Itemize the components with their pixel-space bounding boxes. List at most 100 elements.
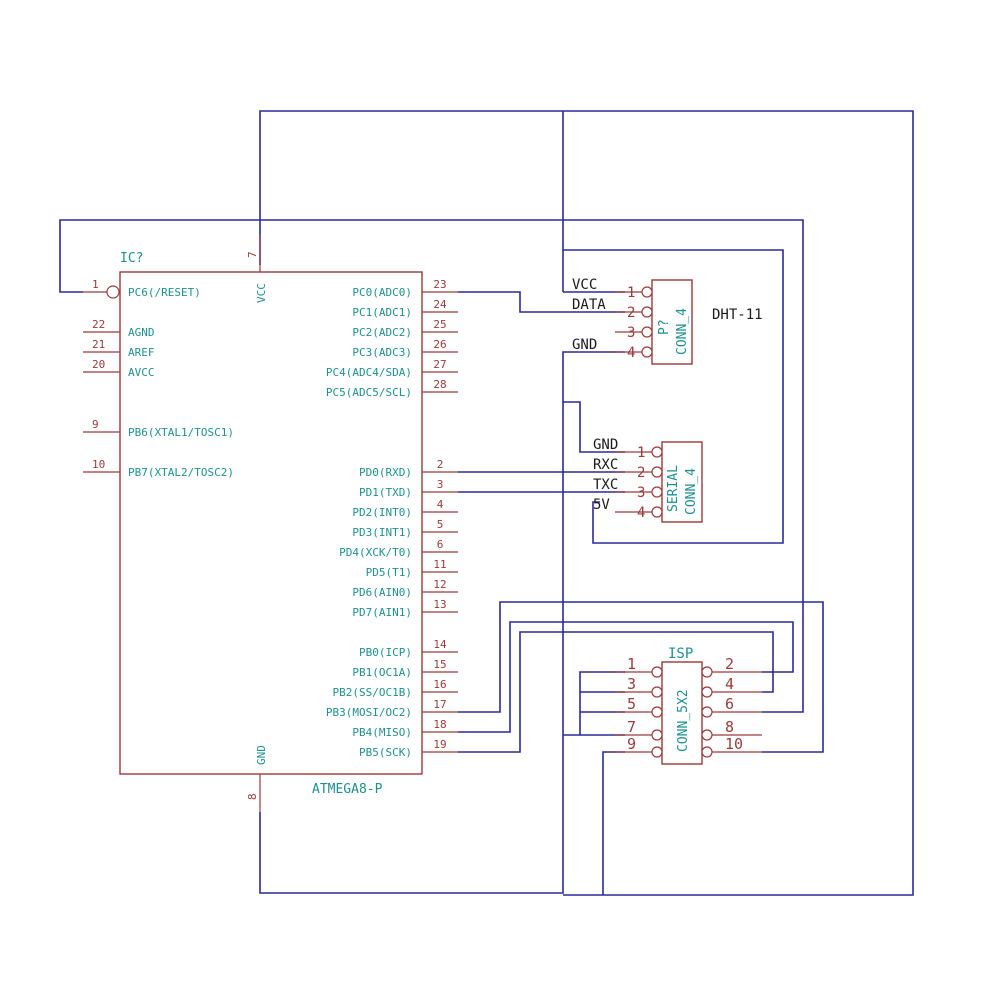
isp-right-pin-bubble — [701, 686, 713, 698]
isp-right-pin-num: 4 — [725, 675, 734, 693]
ic-left-pin-name: PB6(XTAL1/TOSC1) — [128, 426, 234, 439]
conn-pin-label: 5V — [593, 497, 610, 513]
isp-left-pin-bubble — [651, 706, 663, 718]
ic-right-pin-num: 14 — [433, 638, 447, 651]
conn-pin-bubble — [641, 326, 653, 338]
ic-right-pin-name: PD2(INT0) — [352, 506, 412, 519]
wire-sck — [458, 631, 774, 753]
ic-left-pin-num: 22 — [92, 318, 105, 331]
ic-reset-bubble — [106, 285, 120, 299]
serial-value: CONN_4 — [684, 468, 699, 515]
ic-left-pin-name: AVCC — [128, 366, 155, 379]
ic-value: ATMEGA8-P — [312, 782, 383, 797]
ic-ref: IC? — [120, 251, 143, 266]
ic-left-pin-name: AREF — [128, 346, 155, 359]
ic-right-pin-num: 24 — [433, 298, 447, 311]
ic-pin-gnd-num: 8 — [246, 793, 259, 800]
ic-right-pin-num: 17 — [433, 698, 446, 711]
isp-left-pin-bubble — [651, 686, 663, 698]
conn-pin-label: VCC — [572, 277, 597, 293]
ic-right-pin-num: 25 — [433, 318, 446, 331]
isp-right-pin-num: 10 — [725, 735, 743, 753]
wire-gnd-bus — [259, 351, 625, 894]
wires — [59, 110, 914, 896]
conn-pin-bubble — [641, 306, 653, 318]
conn-pin-num: 3 — [637, 485, 645, 501]
ic-right-pin-num: 13 — [433, 598, 446, 611]
ic-right-pin-name: PB4(MISO) — [352, 726, 412, 739]
ic-right-pin-num: 6 — [437, 538, 444, 551]
ic-right-pin-num: 28 — [433, 378, 446, 391]
ic-pin-vcc-name: VCC — [255, 283, 268, 303]
ic-right-pin-name: PD6(AIN0) — [352, 586, 412, 599]
ic-left-pin-name: PB7(XTAL2/TOSC2) — [128, 466, 234, 479]
conn-pin-num: 2 — [637, 465, 645, 481]
ic-right-pin-name: PC5(ADC5/SCL) — [326, 386, 412, 399]
dht-body — [651, 279, 693, 365]
ic-right-pin-name: PD5(T1) — [366, 566, 412, 579]
ic-right-pin-num: 3 — [437, 478, 444, 491]
ic-pin-gnd-name: GND — [255, 745, 268, 765]
wire-mosi — [458, 601, 824, 753]
wire-reset-loop — [59, 219, 804, 713]
ic-right-pin-name: PB0(ICP) — [359, 646, 412, 659]
isp-right-pin-num: 8 — [725, 718, 734, 736]
ic-right-pin-name: PC4(ADC4/SDA) — [326, 366, 412, 379]
ic-right-pin-num: 15 — [433, 658, 446, 671]
isp-left-pin-num: 7 — [627, 718, 636, 736]
ic-left-pins: 1PC6(/RESET)22AGND21AREF20AVCC9PB6(XTAL1… — [83, 278, 234, 479]
isp-ref: ISP — [668, 646, 693, 662]
ic-right-pin-name: PC1(ADC1) — [352, 306, 412, 319]
conn-pin-bubble — [641, 286, 653, 298]
wire-isp-gnd — [563, 671, 625, 736]
ic-right-pin-num: 26 — [433, 338, 446, 351]
ic-right-pin-num: 27 — [433, 358, 446, 371]
conn-pin-label: TXC — [593, 477, 618, 493]
wire-dht-data — [458, 291, 625, 313]
ic-left-pin-num: 20 — [92, 358, 105, 371]
ic-right-pin-name: PB3(MOSI/OC2) — [326, 706, 412, 719]
isp-left-pin-bubble — [651, 729, 663, 741]
conn-pin-num: 2 — [627, 305, 635, 321]
conn-pin-bubble — [641, 346, 653, 358]
isp-left-pin-bubble — [651, 746, 663, 758]
ic-right-pin-num: 19 — [433, 738, 446, 751]
conn-pin-num: 3 — [627, 325, 635, 341]
ic-right-pin-name: PB5(SCK) — [359, 746, 412, 759]
conn-pin-num: 1 — [627, 285, 635, 301]
ic-left-pin-num: 21 — [92, 338, 105, 351]
dht-ref: P? — [657, 319, 672, 335]
isp-left-pin-bubble — [651, 666, 663, 678]
isp-right-pin-num: 6 — [725, 695, 734, 713]
conn-pin-bubble — [651, 466, 663, 478]
ic-right-pin-num: 2 — [437, 458, 444, 471]
dht-title: DHT-11 — [712, 307, 763, 323]
ic-right-pin-name: PB1(OC1A) — [352, 666, 412, 679]
ic-right-pin-name: PC2(ADC2) — [352, 326, 412, 339]
conn-pin-num: 4 — [637, 505, 645, 521]
conn-pin-label: RXC — [593, 457, 618, 473]
ic-left-pin-num: 9 — [92, 418, 99, 431]
ic-right-pin-name: PC0(ADC0) — [352, 286, 412, 299]
ic-right-pin-name: PC3(ADC3) — [352, 346, 412, 359]
ic-right-pin-num: 16 — [433, 678, 446, 691]
ic-left-pin-name: AGND — [128, 326, 155, 339]
isp-left-pin-num: 9 — [627, 735, 636, 753]
isp-right-pin-bubble — [701, 666, 713, 678]
ic-right-pin-num: 12 — [433, 578, 446, 591]
isp-right-pin-num: 2 — [725, 655, 734, 673]
wire-vcc-top — [259, 110, 914, 896]
isp-value: CONN_5X2 — [676, 689, 691, 752]
ic-right-pin-num: 5 — [437, 518, 444, 531]
wire-gnd-serial — [563, 401, 625, 453]
ic-right-pin-num: 11 — [433, 558, 446, 571]
ic-left-pin-num: 10 — [92, 458, 105, 471]
isp-right-pin-bubble — [701, 746, 713, 758]
conn-pin-label: DATA — [572, 297, 606, 313]
serial-ref: SERIAL — [666, 465, 681, 512]
